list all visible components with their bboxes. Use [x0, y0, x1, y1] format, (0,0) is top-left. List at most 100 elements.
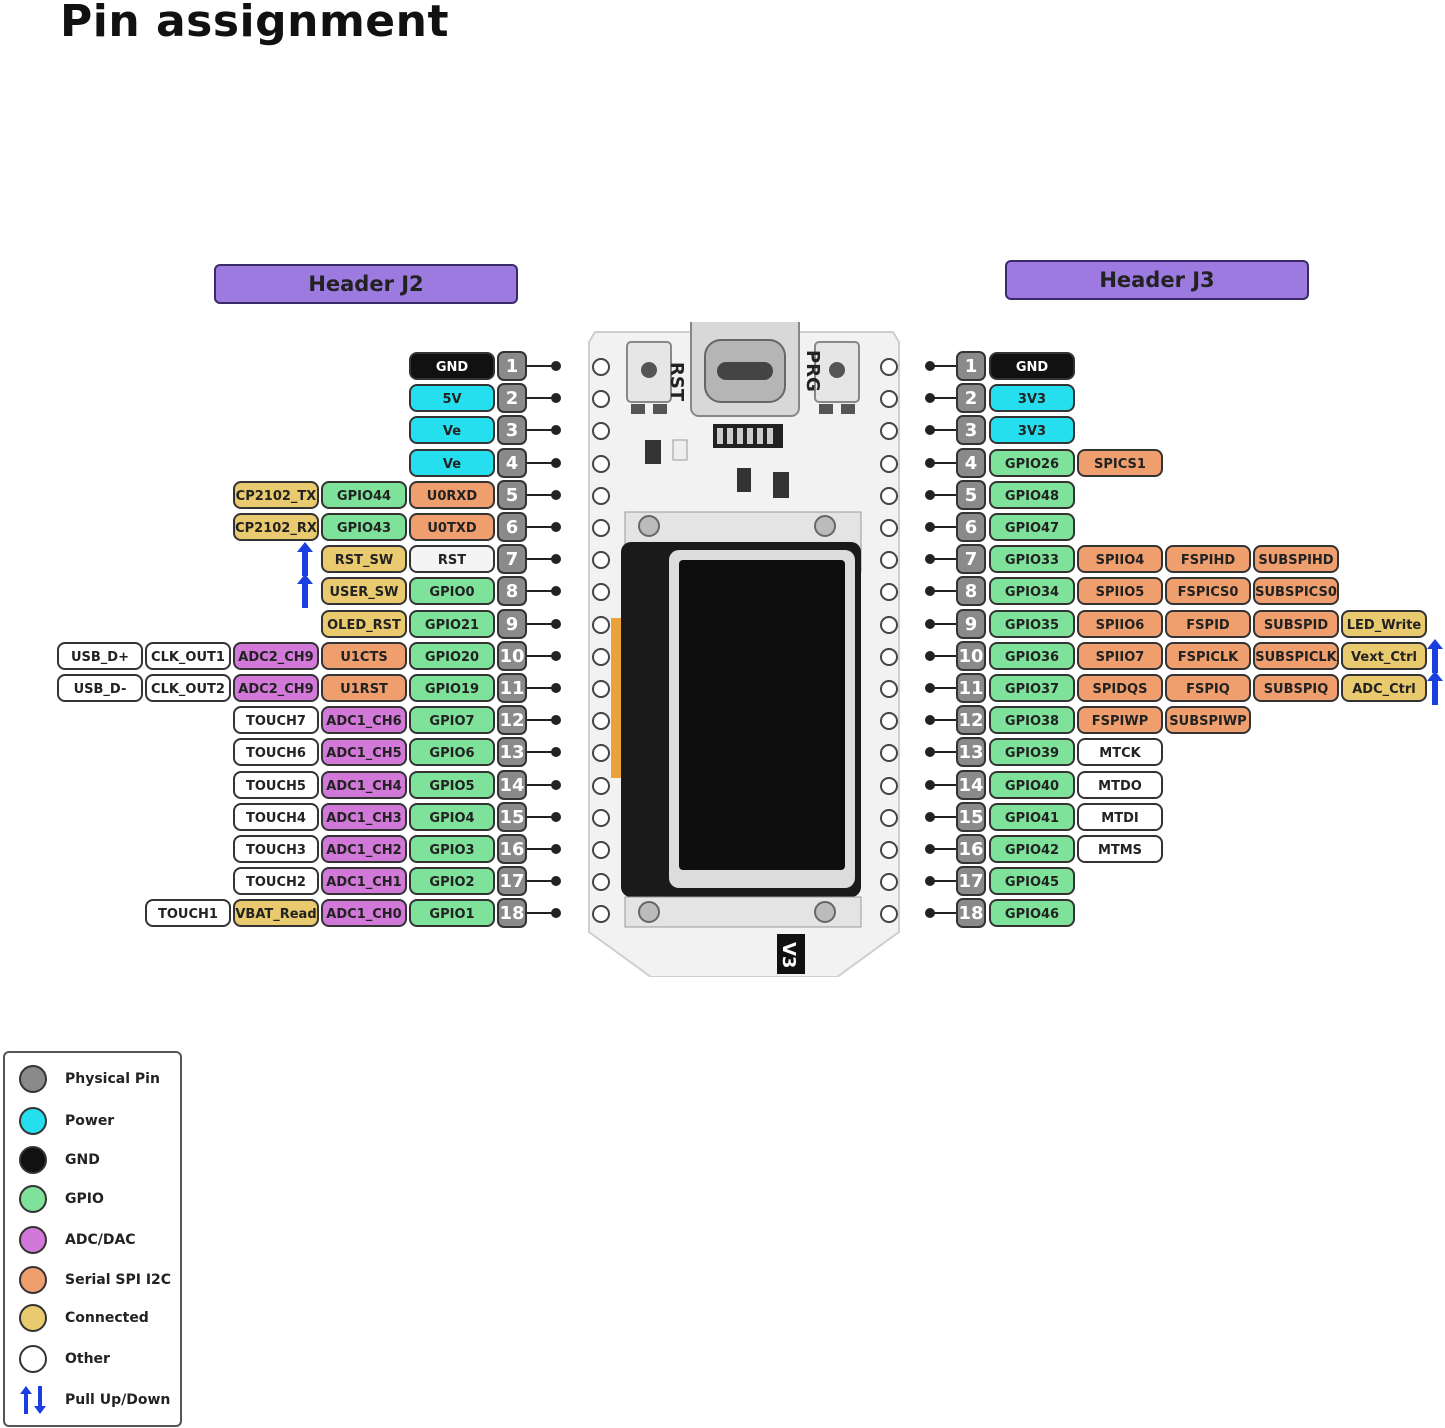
- j2-pin-function-label: USB_D+: [57, 641, 143, 670]
- header-hole: [592, 776, 610, 795]
- j3-pin-function-label: MTCK: [1077, 738, 1163, 767]
- header-hole: [592, 486, 610, 505]
- pin-lead-dot: [925, 908, 935, 919]
- header-hole: [592, 519, 610, 537]
- pin-lead-dot: [551, 586, 561, 597]
- pin-lead-line: [527, 461, 555, 464]
- pin-lead-line: [527, 493, 555, 496]
- pin-lead-dot: [925, 489, 935, 500]
- j2-pin-function-label: GPIO4: [409, 802, 495, 831]
- j3-physical-pin: 12: [956, 705, 986, 736]
- j3-pin-function-label: SUBSPID: [1253, 609, 1339, 638]
- pin-lead-line: [527, 751, 555, 754]
- j2-physical-pin: 17: [497, 866, 527, 897]
- legend-item: Other: [19, 1345, 110, 1373]
- prg-label: PRG: [802, 350, 823, 392]
- j2-physical-pin: 3: [497, 415, 527, 446]
- header-hole: [880, 873, 898, 892]
- j2-pin-function-label: GND: [409, 352, 495, 380]
- pin-lead-dot: [925, 747, 935, 758]
- pull-up-down-arrow-icon: [1427, 638, 1443, 673]
- pin-lead-line: [930, 654, 956, 657]
- pin-lead-line: [527, 719, 555, 722]
- header-hole: [592, 841, 610, 859]
- board-illustration: RST PRG V3: [588, 322, 900, 977]
- j2-pin-function-label: CLK_OUT1: [145, 641, 231, 670]
- header-hole: [592, 873, 610, 892]
- j3-physical-pin: 2: [956, 383, 986, 414]
- pin-lead-line: [527, 365, 555, 367]
- header-j2-label: Header J2: [214, 264, 518, 304]
- j3-pin-function-label: MTDI: [1077, 802, 1163, 831]
- pin-lead-line: [930, 526, 956, 528]
- header-hole: [592, 712, 610, 731]
- j2-pin-function-label: CP2102_RX: [233, 513, 319, 541]
- header-hole: [880, 808, 898, 827]
- j3-pin-function-label: SPIIO7: [1077, 641, 1163, 670]
- j3-physical-pin: 1: [956, 351, 986, 381]
- j2-pin-function-label: Ve: [409, 416, 495, 445]
- header-hole: [880, 776, 898, 795]
- pin-lead-dot: [551, 425, 561, 436]
- j2-pin-function-label: TOUCH4: [233, 802, 319, 831]
- header-hole: [880, 551, 898, 570]
- j2-pin-function-label: GPIO7: [409, 706, 495, 735]
- legend-swatch-serial: [19, 1266, 47, 1294]
- header-hole: [880, 905, 898, 924]
- j2-pin-function-label: ADC1_CH2: [321, 835, 407, 863]
- pin-lead-line: [930, 493, 956, 496]
- pin-lead-dot: [551, 361, 561, 371]
- j3-pin-function-label: GPIO42: [989, 835, 1075, 863]
- header-hole: [592, 615, 610, 634]
- page-title: Pin assignment: [60, 0, 449, 47]
- pin-lead-line: [527, 687, 555, 689]
- pin-lead-dot: [925, 715, 935, 726]
- legend-item: GPIO: [19, 1185, 104, 1213]
- legend-item: Physical Pin: [19, 1065, 160, 1093]
- pull-up-down-icon: [20, 1386, 46, 1414]
- j3-pin-function-label: GPIO48: [989, 480, 1075, 509]
- j3-physical-pin: 16: [956, 834, 986, 864]
- j2-pin-function-label: ADC2_CH9: [233, 641, 319, 670]
- legend-item: Connected: [19, 1304, 149, 1332]
- header-hole: [880, 841, 898, 859]
- j3-pin-function-label: 3V3: [989, 416, 1075, 445]
- prg-button-graphic: [814, 341, 860, 414]
- j3-physical-pin: 17: [956, 866, 986, 897]
- j3-pin-function-label: SPIDQS: [1077, 674, 1163, 702]
- j3-physical-pin: 15: [956, 801, 986, 832]
- version-label: V3: [778, 942, 799, 968]
- j2-pin-function-label: GPIO43: [321, 513, 407, 541]
- header-hole: [880, 615, 898, 634]
- header-hole: [880, 519, 898, 537]
- pin-lead-line: [527, 848, 555, 850]
- pin-lead-dot: [551, 522, 561, 532]
- pin-lead-dot: [925, 586, 935, 597]
- legend-label: Serial SPI I2C: [65, 1272, 172, 1288]
- pin-lead-line: [527, 622, 555, 625]
- j3-pin-function-label: SUBSPIQ: [1253, 674, 1339, 702]
- j3-physical-pin: 9: [956, 608, 986, 639]
- j2-pin-function-label: U1RST: [321, 674, 407, 702]
- pin-lead-line: [930, 687, 956, 689]
- j2-physical-pin: 2: [497, 383, 527, 414]
- j2-pin-function-label: USB_D-: [57, 674, 143, 702]
- j3-physical-pin: 5: [956, 479, 986, 510]
- legend-item: ADC/DAC: [19, 1226, 136, 1254]
- pin-lead-line: [527, 783, 555, 786]
- j2-pin-function-label: RST_SW: [321, 545, 407, 574]
- j2-physical-pin: 18: [497, 898, 527, 929]
- j2-pin-function-label: ADC1_CH6: [321, 706, 407, 735]
- j2-physical-pin: 9: [497, 608, 527, 639]
- j2-pin-function-label: GPIO19: [409, 674, 495, 702]
- header-hole: [592, 680, 610, 698]
- legend-label: GPIO: [65, 1191, 104, 1207]
- pin-lead-line: [930, 719, 956, 722]
- j2-pin-function-label: TOUCH3: [233, 835, 319, 863]
- pin-lead-line: [930, 815, 956, 818]
- pin-lead-line: [930, 783, 956, 786]
- j3-pin-function-label: GPIO37: [989, 674, 1075, 702]
- legend-item: Pull Up/Down: [19, 1386, 170, 1414]
- j2-physical-pin: 1: [497, 351, 527, 381]
